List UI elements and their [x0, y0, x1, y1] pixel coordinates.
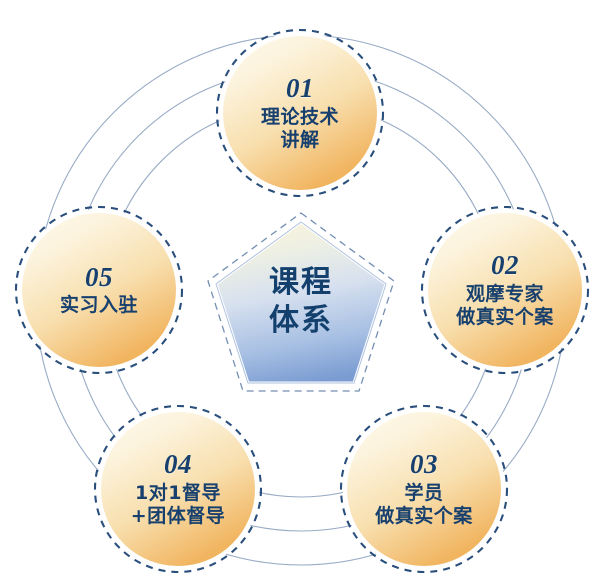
- node-01-line-1: 理论技术: [260, 105, 339, 128]
- center-pentagon-group: [207, 212, 395, 392]
- center-label-line-2: 体系: [269, 303, 333, 338]
- center-pentagon-dashed-outline: [207, 212, 395, 392]
- node-03[interactable]: 03 学员 做真实个案: [345, 410, 503, 568]
- node-01-line-2: 讲解: [280, 128, 320, 151]
- node-04-line-1: 1对1督导: [135, 481, 221, 504]
- node-05[interactable]: 05 实习入驻: [20, 211, 178, 369]
- node-02-line-1: 观摩专家: [465, 282, 544, 305]
- node-05-number: 05: [85, 261, 113, 292]
- node-01-number: 01: [286, 73, 314, 104]
- node-circle-04: [93, 404, 263, 574]
- node-02-label: 观摩专家 做真实个案: [456, 283, 554, 329]
- node-04-label: 1对1督导 +团体督导: [131, 482, 225, 528]
- node-02-line-2: 做真实个案: [456, 305, 554, 328]
- center-label-line-1: 课程: [269, 264, 333, 300]
- center-label-text: 课程 体系: [269, 264, 333, 341]
- node-04-line-2: +团体督导: [130, 504, 226, 527]
- node-circle-01: [215, 28, 385, 198]
- node-03-number: 03: [410, 449, 438, 480]
- node-03-line-1: 学员: [404, 481, 444, 504]
- node-04[interactable]: 04 1对1督导 +团体督导: [99, 410, 257, 568]
- node-02[interactable]: 02 观摩专家 做真实个案: [426, 211, 584, 369]
- node-circles: [14, 28, 590, 574]
- node-circle-05: [14, 205, 184, 375]
- node-03-line-2: 做真实个案: [375, 504, 473, 527]
- node-05-label: 实习入驻: [60, 294, 138, 317]
- node-circle-03: [339, 404, 509, 574]
- center-pentagon-label[interactable]: 课程 体系: [216, 232, 386, 372]
- center-pentagon-edge: [215, 221, 387, 384]
- node-03-label: 学员 做真实个案: [375, 482, 473, 528]
- node-01[interactable]: 01 理论技术 讲解: [221, 34, 379, 192]
- node-04-number: 04: [164, 449, 192, 480]
- node-02-number: 02: [491, 250, 519, 281]
- node-circle-02: [420, 205, 590, 375]
- node-05-line-1: 实习入驻: [59, 294, 138, 317]
- node-01-label: 理论技术 讲解: [261, 106, 339, 152]
